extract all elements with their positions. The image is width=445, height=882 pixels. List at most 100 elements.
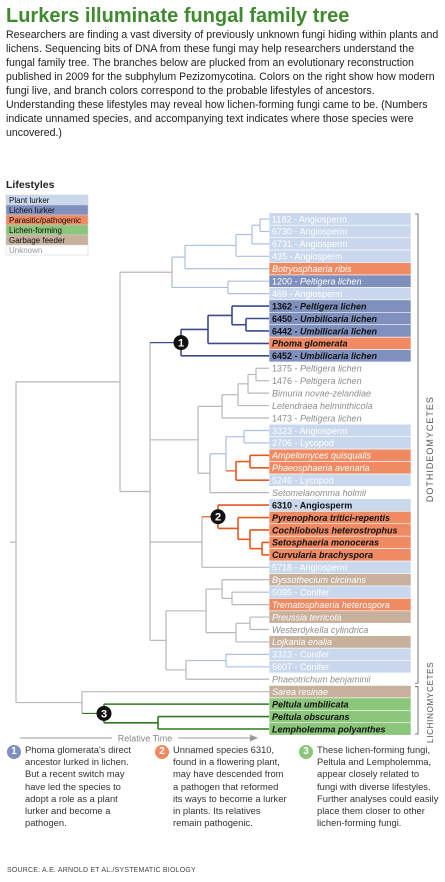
leaf-label: 469 - Angiosperm: [272, 289, 343, 299]
leaf-row: 1476 - Peltigera lichen: [268, 374, 412, 388]
note-1: 1 Phoma glomerata's direct ancestor lurk…: [7, 744, 141, 829]
leaf-row: Peltula umbilicata: [268, 697, 412, 711]
leaf-label: 6452 - Umbilicaria lichen: [272, 351, 378, 361]
leaf-row: 6731 - Angiosperm: [268, 237, 412, 251]
leaf-row: Sarea resinae: [268, 685, 412, 699]
leaf-name: Angiosperm: [295, 289, 343, 299]
leaf-label: 5246 - Lycopod: [272, 476, 334, 486]
marker-circle: [96, 705, 112, 721]
leaf-label: Phoma glomerata: [272, 339, 348, 349]
leaf-label: Pyrenophora tritici-repentis: [272, 513, 390, 523]
leaf-label: Curvularia brachyspora: [272, 550, 373, 560]
source-credit: SOURCE: A.E. ARNOLD ET AL./SYSTEMATIC BI…: [7, 867, 196, 874]
note-3-text: These lichen-forming fungi, Peltula and …: [317, 744, 439, 829]
leaf-name: Ampelomyces quisqualis: [271, 451, 372, 461]
leaf-number: 5607 -: [272, 662, 300, 672]
intro-text: Researchers are finding a vast diversity…: [6, 29, 439, 139]
notes-section: 1 Phoma glomerata's direct ancestor lurk…: [0, 744, 445, 864]
marker-number: 2: [215, 512, 221, 524]
leaf-name: Lempholemma polyanthes: [272, 724, 386, 734]
leaf-row: Setomelanomma holmii: [268, 486, 412, 500]
leaf-number: 3323 -: [272, 426, 300, 436]
leaf-row: Bimuria novae-zelandiae: [268, 386, 412, 400]
leaf-label: Botryosphaeria ribis: [272, 264, 352, 274]
leaf-row: Trematosphaeria heterospora: [268, 598, 412, 612]
leaf-label: 3323 - Angiosperm: [272, 426, 348, 436]
leaf-row: 3323 - Angiosperm: [268, 423, 412, 437]
marker-circle: [173, 335, 189, 351]
leaf-number: 469 -: [272, 289, 295, 299]
leaf-row: Botryosphaeria ribis: [268, 262, 412, 276]
leaf-name: Cochliobolus heterostrophus: [272, 525, 398, 535]
leaf-name: Peltigera lichen: [300, 301, 367, 311]
leaf-name: Setosphaeria monoceras: [272, 538, 379, 548]
legend-label: Plant lurker: [9, 196, 50, 205]
leaf-number: 2706 -: [272, 438, 300, 448]
leaf-label: Trematosphaeria heterospora: [272, 600, 390, 610]
leaf-label: 6730 - Angiosperm: [272, 227, 348, 237]
leaf-number: 6731 -: [272, 239, 300, 249]
leaf-number: 1362 -: [272, 301, 300, 311]
leaf-name: Angiosperm: [300, 239, 348, 249]
leaf-name: Angiosperm: [300, 500, 353, 510]
leaf-number: 1375 -: [272, 364, 300, 374]
leaf-name: Conifer: [300, 587, 329, 597]
leaf-row: 1200 - Peltigera lichen: [268, 274, 412, 288]
leaf-row: 6452 - Umbilicaria lichen: [268, 349, 412, 363]
leaf-name: Lycopod: [300, 438, 334, 448]
leaf-row: Letendraea helminthicola: [268, 399, 412, 413]
leaf-label: Cochliobolus heterostrophus: [272, 525, 398, 535]
leaf-label: 6731 - Angiosperm: [272, 239, 348, 249]
leaf-name: Peltigera lichen: [300, 276, 362, 286]
leaf-number: 6730 -: [272, 227, 300, 237]
leaf-label: 1200 - Peltigera lichen: [272, 276, 362, 286]
leaf-row: 1182 - Angiosperm: [268, 212, 412, 226]
page-title: Lurkers illuminate fungal family tree: [6, 5, 350, 27]
leaf-name: Trematosphaeria heterospora: [272, 600, 390, 610]
leaf-label: 5095 - Conifer: [272, 587, 329, 597]
leaf-label: 6442 - Umbilicaria lichen: [272, 326, 378, 336]
legend-heading: Lifestyles: [6, 179, 55, 191]
leaf-name: Umbilicaria lichen: [300, 314, 378, 324]
leaf-number: 435 -: [272, 252, 295, 262]
leaf-label: 1473 - Peltigera lichen: [272, 413, 362, 423]
leaf-number: 1473 -: [272, 413, 300, 423]
leaf-name: Byssothecium circinans: [272, 575, 367, 585]
marker-number: 1: [178, 337, 184, 349]
time-arrowhead: [250, 734, 258, 742]
lichinomycetes-label: LICHINOMYCETES: [426, 662, 435, 743]
leaf-row: 2706 - Lycopod: [268, 436, 412, 450]
leaf-row: Westerdykella cylindrica: [268, 622, 412, 637]
note-1-text: Phoma glomerata's direct ancestor lurked…: [25, 744, 132, 829]
legend-label: Parasitic/pathogenic: [9, 216, 81, 225]
leaf-row: 6310 - Angiosperm: [268, 498, 412, 512]
leaf-name: Bimuria novae-zelandiae: [272, 388, 371, 398]
leaf-name: Angiosperm: [300, 426, 348, 436]
leaf-name: Preussia terricola: [272, 612, 342, 622]
leaf-label: 5718 - Angiosperm: [272, 563, 348, 573]
note-3-badge: 3: [299, 745, 313, 759]
leaf-row: Peltula obscurans: [268, 710, 412, 724]
leaf-label: Phaeotrichum benjaminii: [272, 675, 372, 685]
leaf-number: 3323 -: [272, 650, 300, 660]
leaf-label: Phaeosphaeria avenaria: [272, 463, 370, 473]
leaf-label: 3323 - Conifer: [272, 650, 329, 660]
leaf-name: Phaeotrichum benjaminii: [272, 675, 372, 685]
leaf-name: Peltula umbilicata: [272, 699, 349, 709]
leaf-label: Setosphaeria monoceras: [272, 538, 379, 548]
leaf-row: 3323 - Conifer: [268, 647, 412, 661]
leaf-row: 6442 - Umbilicaria lichen: [268, 324, 412, 338]
leaf-label: 5607 - Conifer: [272, 662, 329, 672]
leaf-row: Phaeotrichum benjaminii: [268, 672, 412, 686]
leaf-name: Conifer: [300, 650, 329, 660]
note-1-badge: 1: [7, 745, 21, 759]
leaf-row: 1362 - Peltigera lichen: [268, 299, 412, 313]
leaf-name: Angiosperm: [299, 214, 347, 224]
leaf-label: Lojkania enalia: [272, 637, 332, 647]
leaf-row: 6450 - Umbilicaria lichen: [268, 311, 412, 326]
leaf-label: Letendraea helminthicola: [272, 401, 373, 411]
time-label-bg: [112, 732, 178, 744]
leaf-row: 5718 - Angiosperm: [268, 560, 412, 574]
leaf-number: 5718 -: [272, 563, 300, 573]
leaf-number: 6450 -: [272, 314, 300, 324]
